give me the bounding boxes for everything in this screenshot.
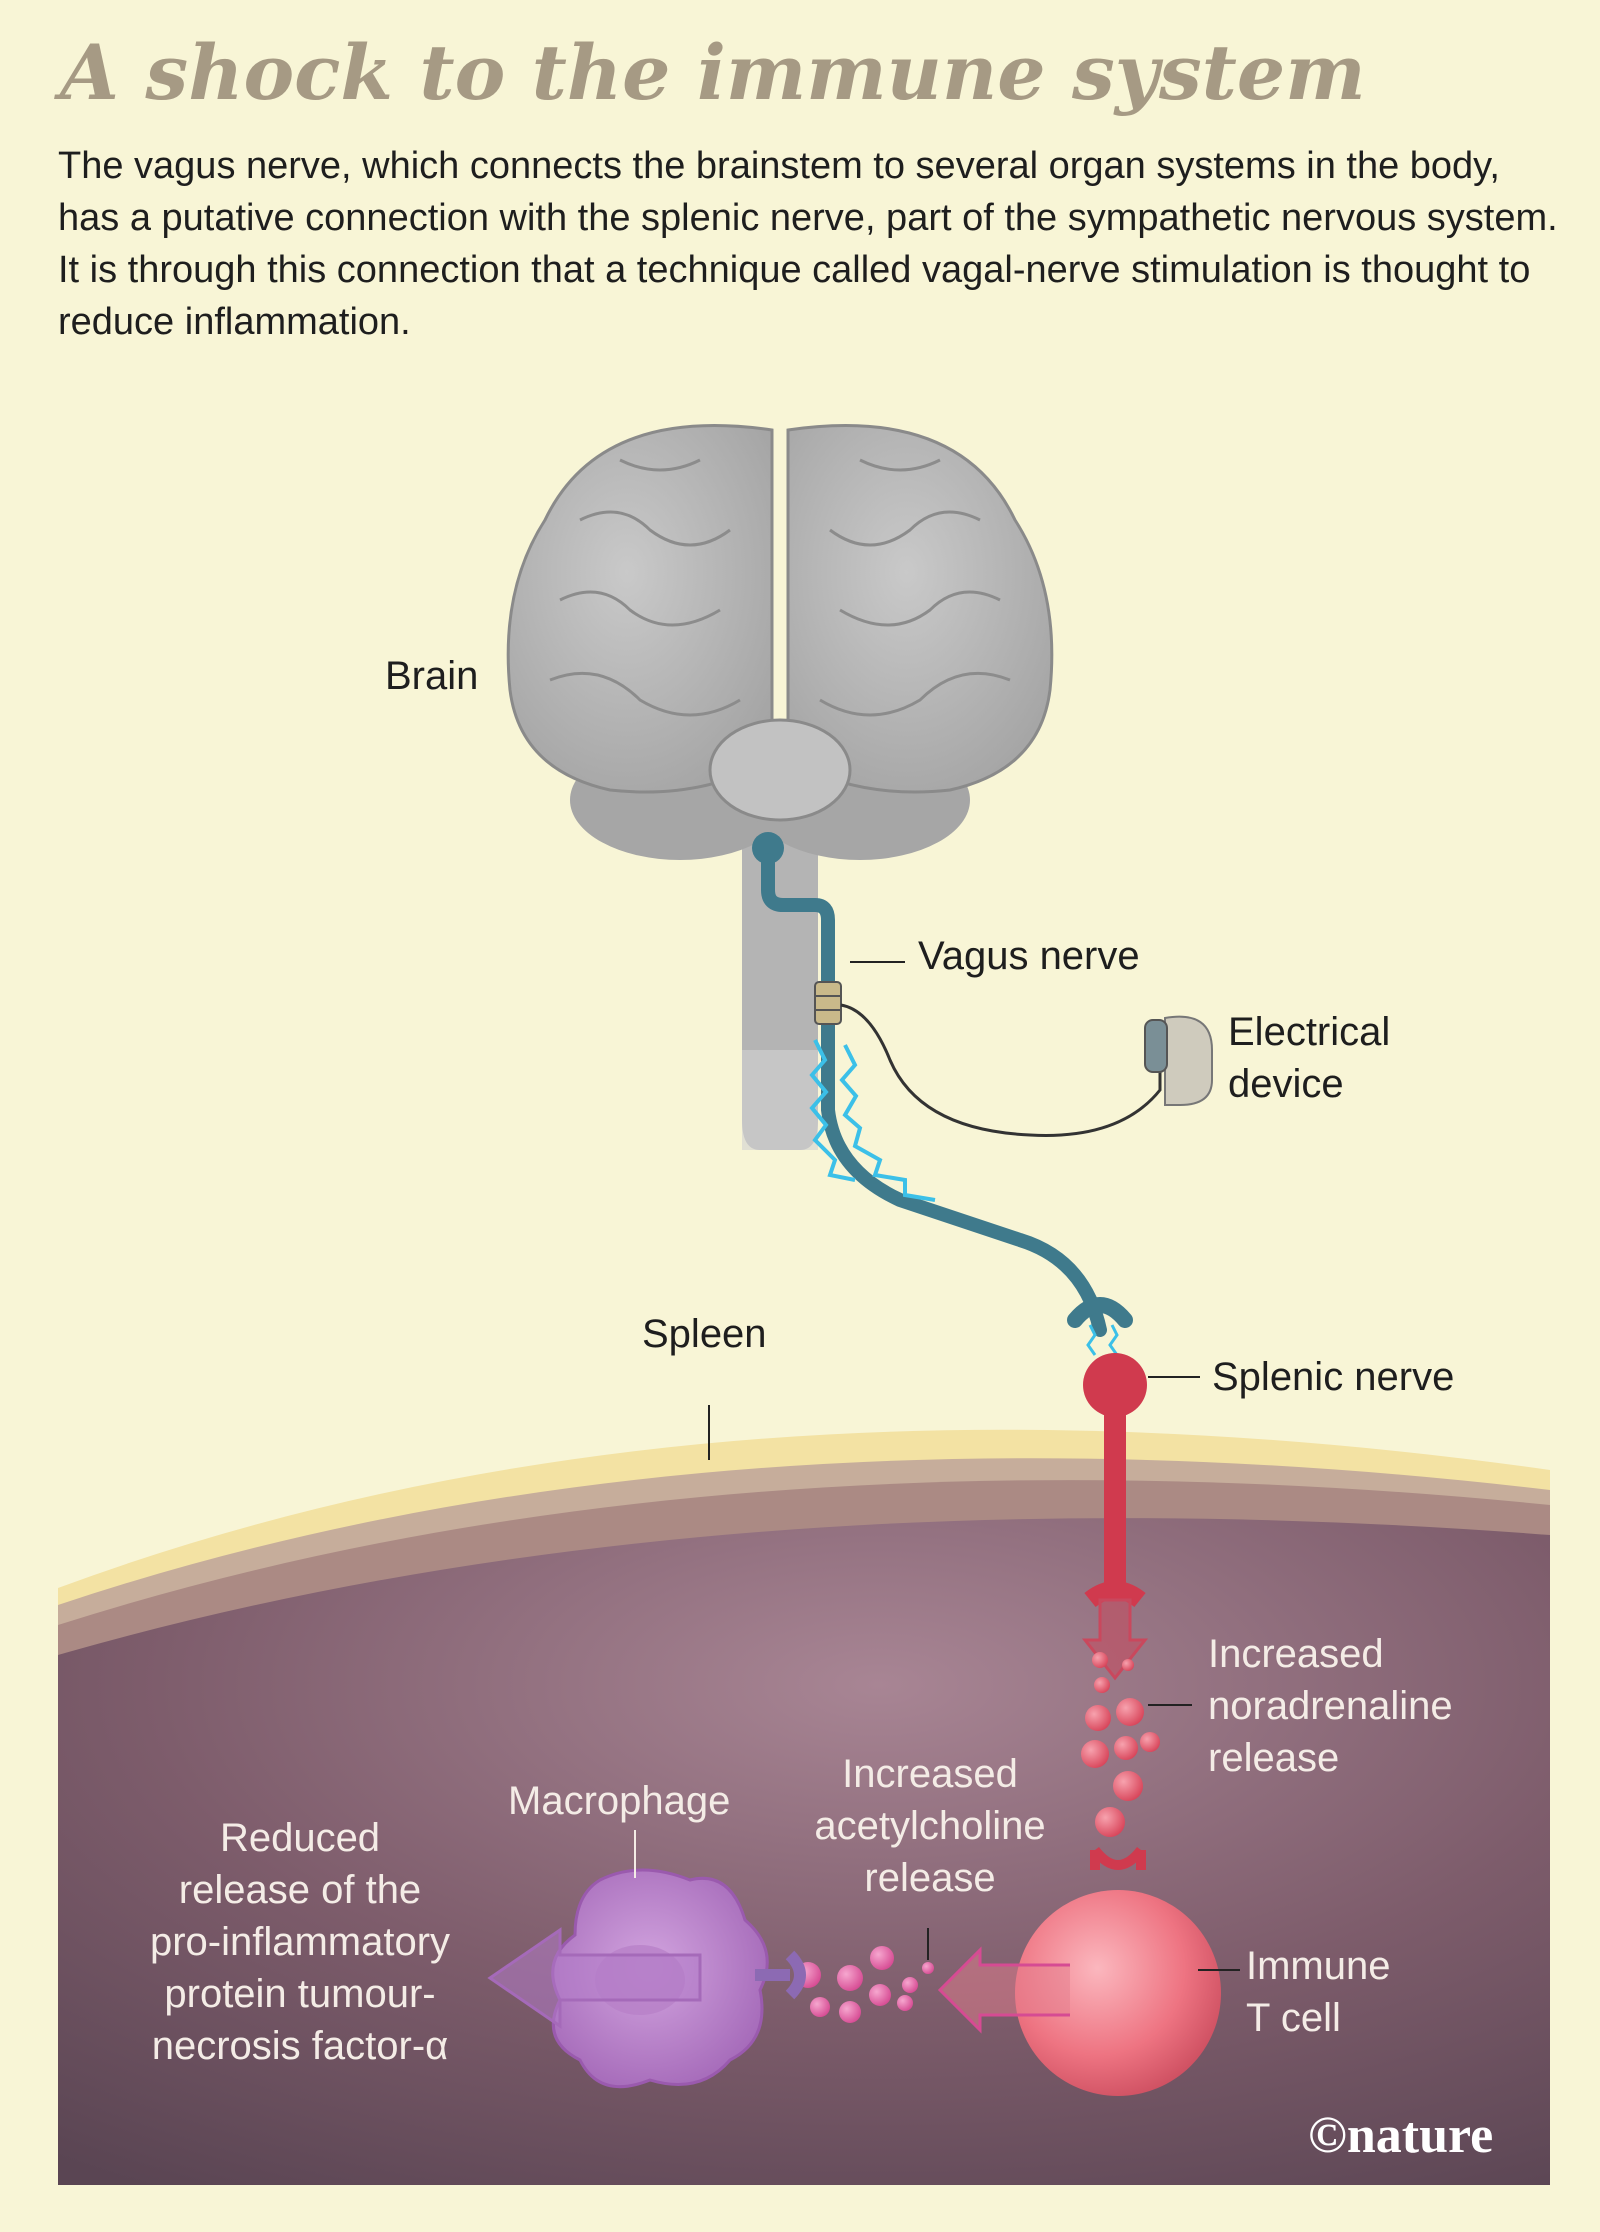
leader-lines bbox=[708, 961, 1240, 1971]
nature-logo: ©nature bbox=[1308, 2107, 1494, 2164]
label-t-cell: Immune T cell bbox=[1246, 1944, 1391, 2040]
noradrenaline-droplets bbox=[1081, 1652, 1160, 1837]
label-acetylcholine: Increased acetylcholine release bbox=[814, 1752, 1046, 1900]
lead-wire bbox=[840, 1003, 1162, 1137]
label-spleen: Spleen bbox=[642, 1312, 767, 1356]
reduced-release-arrow bbox=[487, 1927, 702, 2029]
intro-text: The vagus nerve, which connects the brai… bbox=[58, 145, 1558, 343]
label-vagus-nerve: Vagus nerve bbox=[918, 934, 1140, 978]
t-cell bbox=[1015, 1846, 1221, 2096]
brain bbox=[506, 424, 1054, 1150]
page-title: A shock to the immune system bbox=[60, 28, 1366, 117]
label-macrophage: Macrophage bbox=[508, 1779, 731, 1823]
label-noradrenaline: Increased noradrenaline release bbox=[1208, 1632, 1453, 1780]
stimulation-sparks bbox=[809, 1039, 936, 1202]
electrical-device-icon bbox=[1144, 1015, 1213, 1106]
vagus-nerve bbox=[752, 832, 1133, 1337]
acetylcholine-droplets bbox=[795, 1946, 934, 2023]
electrode-cuff bbox=[814, 981, 842, 1025]
label-brain: Brain bbox=[385, 654, 479, 698]
splenic-nerve bbox=[1083, 1353, 1147, 1608]
label-splenic-nerve: Splenic nerve bbox=[1212, 1355, 1455, 1399]
acetylcholine-arrow bbox=[937, 1946, 1070, 2034]
label-reduced-release: Reduced release of the pro-inflammatory … bbox=[149, 1816, 451, 2068]
label-electrical-device: Electrical device bbox=[1228, 1010, 1391, 1106]
synapse-sparks bbox=[1086, 1324, 1119, 1356]
